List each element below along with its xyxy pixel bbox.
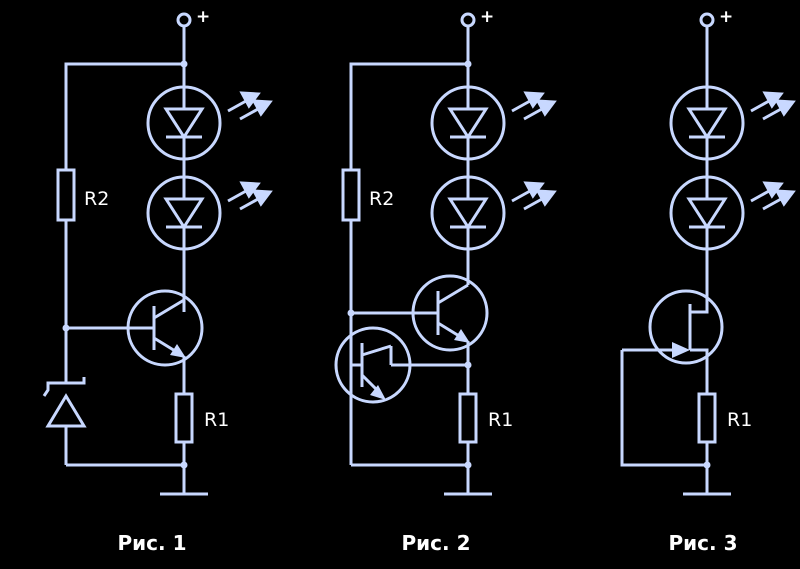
- r1-label: R1: [204, 409, 229, 431]
- resistor-r1: [458, 392, 478, 444]
- r2-label: R2: [84, 188, 109, 210]
- led-1: [430, 85, 556, 161]
- led-2: [669, 175, 795, 251]
- wire: [64, 62, 184, 170]
- jfet-transistor: [622, 289, 724, 394]
- wire: [620, 350, 707, 467]
- wire: [349, 62, 468, 170]
- junction-dot: [464, 60, 472, 68]
- figure-caption: Рис. 1: [117, 531, 186, 555]
- led-2: [146, 175, 272, 251]
- junction-dot: [180, 461, 188, 469]
- resistor-r1: [697, 392, 717, 444]
- supply-plus-label: +: [480, 7, 494, 27]
- npn-transistor-lower: [334, 326, 468, 404]
- r1-label: R1: [488, 409, 513, 431]
- supply-plus-label: +: [719, 7, 733, 27]
- junction-dot: [62, 324, 70, 332]
- resistor-r1: [174, 392, 194, 444]
- junction-dot: [180, 60, 188, 68]
- led-1: [669, 85, 795, 161]
- figure-3: [620, 12, 795, 496]
- npn-transistor-upper: [411, 274, 489, 352]
- r2-label: R2: [369, 188, 394, 210]
- supply-plus-label: +: [196, 7, 210, 27]
- figure-2: [334, 12, 556, 496]
- supply-terminal: [176, 12, 192, 28]
- figure-caption: Рис. 2: [401, 531, 470, 555]
- supply-terminal: [699, 12, 715, 28]
- junction-dot: [347, 309, 355, 317]
- figure-1: [42, 12, 272, 496]
- r1-label: R1: [727, 409, 752, 431]
- supply-terminal: [460, 12, 476, 28]
- resistor-r2: [56, 168, 76, 222]
- junction-dot: [703, 461, 711, 469]
- led-2: [430, 175, 556, 251]
- npn-transistor: [126, 289, 204, 367]
- junction-dot: [464, 361, 472, 369]
- led-1: [146, 85, 272, 161]
- figure-caption: Рис. 3: [668, 531, 737, 555]
- junction-dot: [464, 461, 472, 469]
- zener-diode: [42, 377, 87, 428]
- resistor-r2: [341, 168, 361, 222]
